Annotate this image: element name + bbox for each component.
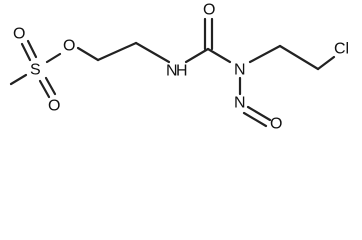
bond-ch2-ch2-cl (278, 44, 320, 71)
bond-s-o-top-b (26, 39, 38, 59)
atom-chlorine: Cl (334, 41, 349, 58)
bond-s-o-top-a (20, 42, 32, 62)
bond-n-ch2 (248, 44, 282, 64)
atom-sulfur: S (30, 62, 41, 79)
bond-ch2-nh (134, 41, 171, 64)
bonds (9, 17, 336, 128)
atom-tertiary-nitrogen: N (234, 62, 246, 79)
bond-methyl-s (9, 73, 28, 86)
chemical-structure: S O O O N H O N Cl N O (9, 2, 349, 133)
bond-ch2-cl (316, 55, 336, 71)
bond-s-o-bottom-a (38, 79, 51, 99)
bond-c-n (206, 47, 232, 64)
bond-n-o-a (242, 111, 268, 128)
bond-s-o-ester (45, 52, 62, 64)
bond-nh-carbonyl-c (184, 47, 210, 64)
bond-ch2-ch2 (96, 41, 138, 62)
atom-sulfonyl-oxygen-top: O (13, 26, 25, 43)
atom-carbonyl-oxygen: O (203, 2, 215, 19)
atom-nitroso-nitrogen: N (234, 95, 246, 112)
bond-n-o-b (246, 105, 272, 122)
atom-amide-nitrogen: N (166, 63, 178, 80)
bond-o-ch2 (76, 46, 100, 62)
bond-s-o-bottom-b (44, 76, 57, 96)
atom-labels: S O O O N H O N Cl N O (13, 2, 349, 133)
atom-sulfonyl-oxygen-bottom: O (48, 98, 60, 115)
atom-amide-hydrogen: H (176, 63, 188, 80)
atom-ester-oxygen: O (63, 38, 75, 55)
atom-nitroso-oxygen: O (270, 116, 282, 133)
